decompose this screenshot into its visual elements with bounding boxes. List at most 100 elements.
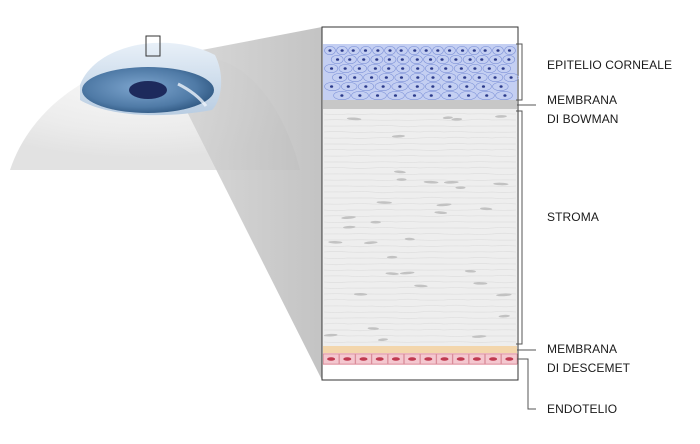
epithelium-cell <box>458 82 475 92</box>
epithelium-cell <box>420 45 432 55</box>
epithelium-cell <box>333 91 351 101</box>
keratocyte <box>493 182 509 186</box>
epithelium-cells <box>324 45 519 101</box>
epithelium-cell <box>384 45 396 55</box>
epithelium-nucleus <box>375 94 380 97</box>
epithelium-cell <box>360 45 372 55</box>
keratocyte <box>423 180 439 184</box>
epithelium-cell <box>475 82 492 92</box>
label-descemet: MEMBRANA DI DESCEMET <box>547 342 631 375</box>
epithelium-cell <box>336 45 348 55</box>
keratocyte <box>376 201 392 204</box>
stroma-fiber <box>323 220 517 223</box>
keratocyte <box>341 216 356 219</box>
stroma-fiber <box>323 304 517 308</box>
bracket-stroma <box>516 110 523 345</box>
stroma-fiber <box>323 286 517 289</box>
epithelium-cell <box>408 45 420 55</box>
epithelium-cell <box>363 73 379 83</box>
zoom-projection <box>160 27 322 380</box>
stroma-fiber <box>323 185 517 188</box>
stroma-fiber <box>323 341 517 343</box>
stroma-fiber <box>323 196 517 200</box>
epithelium-nucleus <box>357 67 361 70</box>
epithelium-cell <box>394 73 410 83</box>
endothelium-cell <box>387 353 405 365</box>
stroma-fiber <box>323 142 517 145</box>
epithelium-cell <box>324 82 341 92</box>
keratocyte <box>434 211 448 215</box>
epithelium-cell <box>472 73 488 83</box>
epithelium-nucleus <box>428 58 433 61</box>
keratocyte <box>498 314 510 318</box>
keratocyte <box>479 207 493 211</box>
epithelium-cell <box>381 64 396 74</box>
epithelium-nucleus <box>431 85 435 88</box>
keratocyte <box>396 178 407 181</box>
epithelium-nucleus <box>507 58 511 61</box>
epithelium-nucleus <box>468 58 472 61</box>
endothelium-cell <box>322 353 340 365</box>
keratocyte <box>451 117 463 121</box>
endothelium-cells <box>322 353 518 365</box>
epithelium-cell <box>341 82 358 92</box>
stroma-fiber <box>323 179 517 182</box>
epithelium-nucleus <box>353 76 357 79</box>
endothelium-cell <box>403 353 421 365</box>
epithelium-nucleus <box>447 94 452 97</box>
epithelium-cell <box>468 45 480 55</box>
endothelium-cell <box>420 353 437 365</box>
descemet-layer <box>323 346 517 353</box>
stroma-fiber <box>323 298 517 301</box>
epithelium-cell <box>378 73 394 83</box>
bowman-layer <box>323 100 517 109</box>
epithelium-nucleus <box>364 85 368 88</box>
epithelium-cell <box>488 73 504 83</box>
epithelium-cell <box>410 73 426 83</box>
epithelium-nucleus <box>444 67 448 70</box>
epithelium-nucleus <box>415 85 419 88</box>
keratocyte <box>377 338 389 342</box>
epithelium-nucleus <box>493 58 498 61</box>
epithelium-cell <box>495 91 513 101</box>
keratocyte <box>363 241 378 245</box>
epithelium-nucleus <box>465 85 469 88</box>
epithelium-nucleus <box>375 58 379 61</box>
epithelium-cell <box>338 64 353 74</box>
epithelium-cell <box>449 54 463 64</box>
epithelium-cell <box>432 45 444 55</box>
stroma-fiber <box>323 130 517 133</box>
epithelium-nucleus <box>363 49 368 52</box>
stroma-fiber <box>323 257 517 260</box>
epithelium-cell <box>489 54 502 64</box>
epithelium-nucleus <box>481 85 486 88</box>
stroma-fiber <box>323 161 517 164</box>
epithelium-cell <box>439 64 454 74</box>
endothelium-nucleus <box>359 357 368 361</box>
endothelium-cell <box>339 353 356 365</box>
epithelium-nucleus <box>393 94 398 97</box>
stroma-fiber <box>323 328 517 332</box>
stroma-fiber <box>323 239 517 241</box>
epithelium-nucleus <box>501 67 505 70</box>
epithelium-nucleus <box>399 49 403 52</box>
epithelium-nucleus <box>440 58 444 61</box>
epithelium-nucleus <box>400 58 404 61</box>
epithelium-cell <box>353 64 367 74</box>
epithelium-nucleus <box>412 94 417 97</box>
epithelium-nucleus <box>340 49 344 52</box>
stroma-fiber <box>323 244 517 248</box>
epithelium-cell <box>476 54 489 64</box>
epithelium-cell <box>408 82 425 92</box>
endothelium-nucleus <box>472 357 481 361</box>
epithelium-nucleus <box>335 58 340 61</box>
epithelium-cell <box>410 54 423 64</box>
epithelium-nucleus <box>463 76 467 79</box>
endothelium-nucleus <box>489 357 498 361</box>
keratocyte <box>464 269 477 273</box>
keratocyte <box>323 333 338 337</box>
epithelium-nucleus <box>399 76 404 79</box>
keratocyte <box>353 292 368 296</box>
endothelium-nucleus <box>505 357 514 361</box>
epithelium-cell <box>357 82 375 92</box>
